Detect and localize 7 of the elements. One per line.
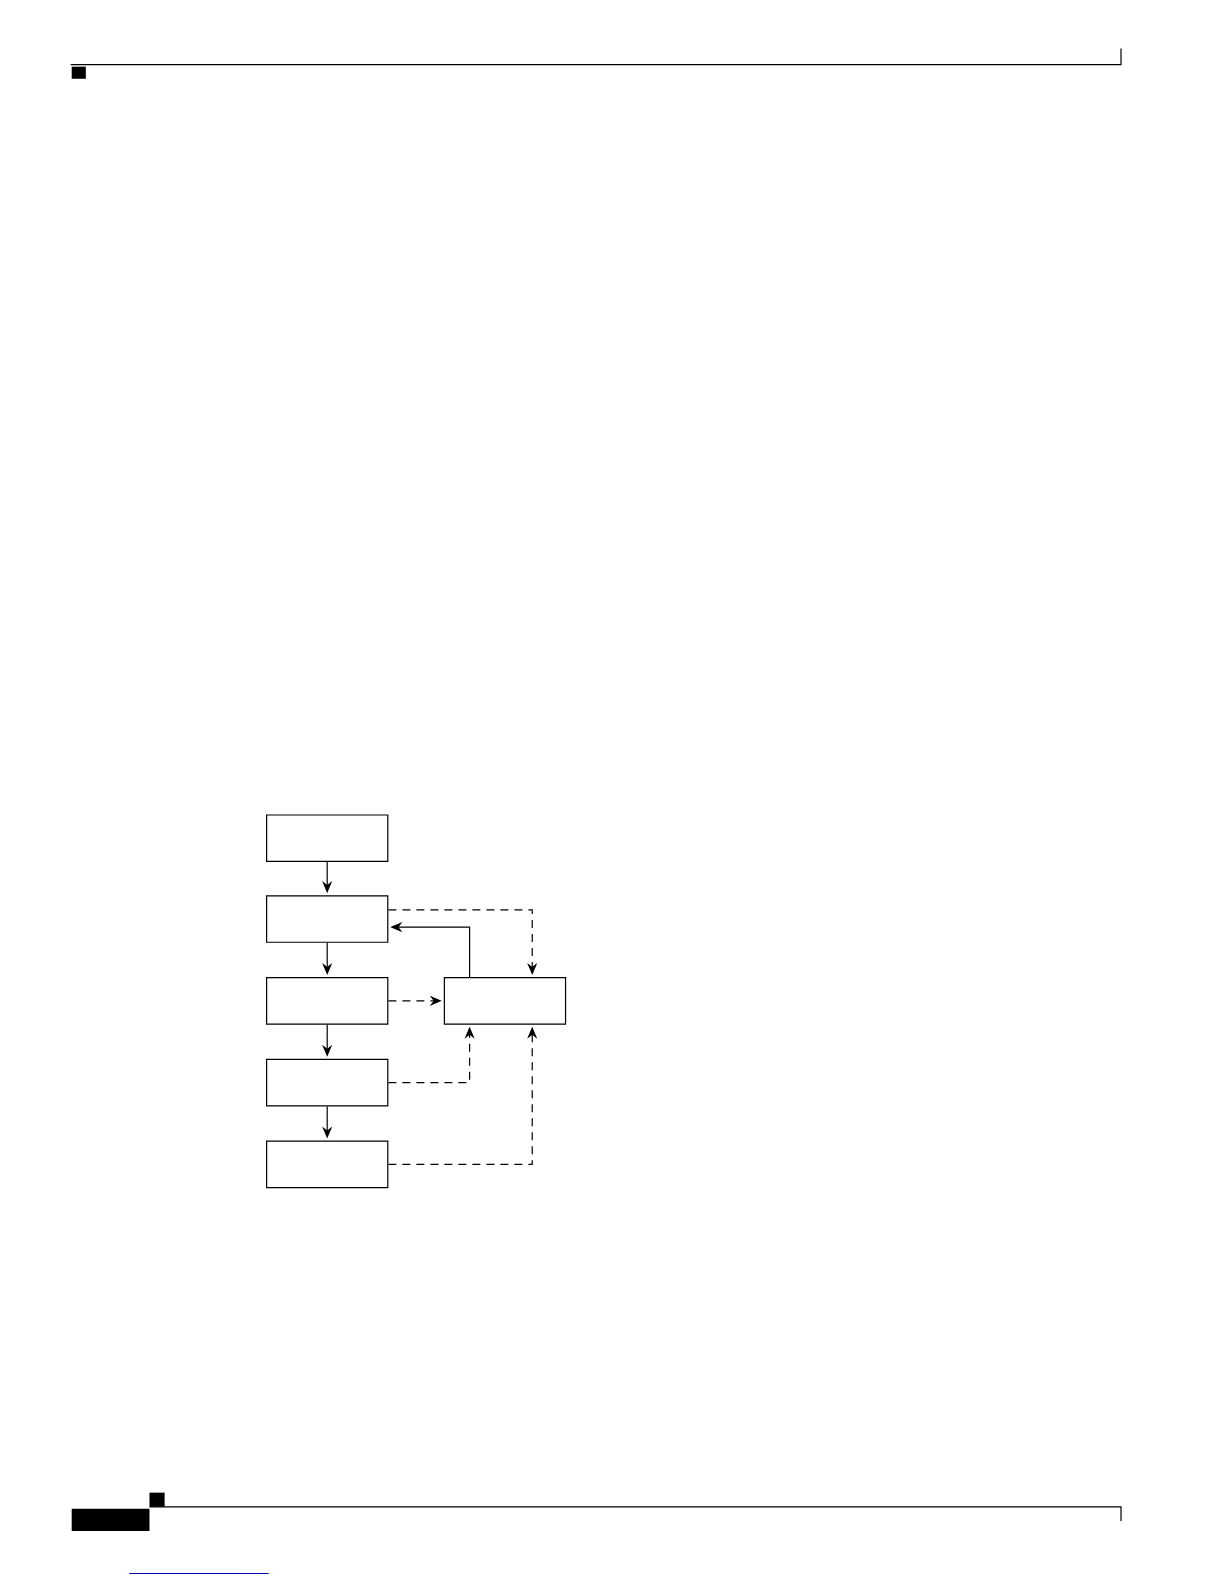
- process-box: [266, 895, 389, 943]
- process-box: [443, 977, 567, 1025]
- process-box: [266, 977, 389, 1025]
- process-box: [266, 814, 389, 863]
- process-box: [266, 1140, 389, 1189]
- process-box: [266, 1058, 389, 1107]
- dashed-arrow: [387, 909, 538, 975]
